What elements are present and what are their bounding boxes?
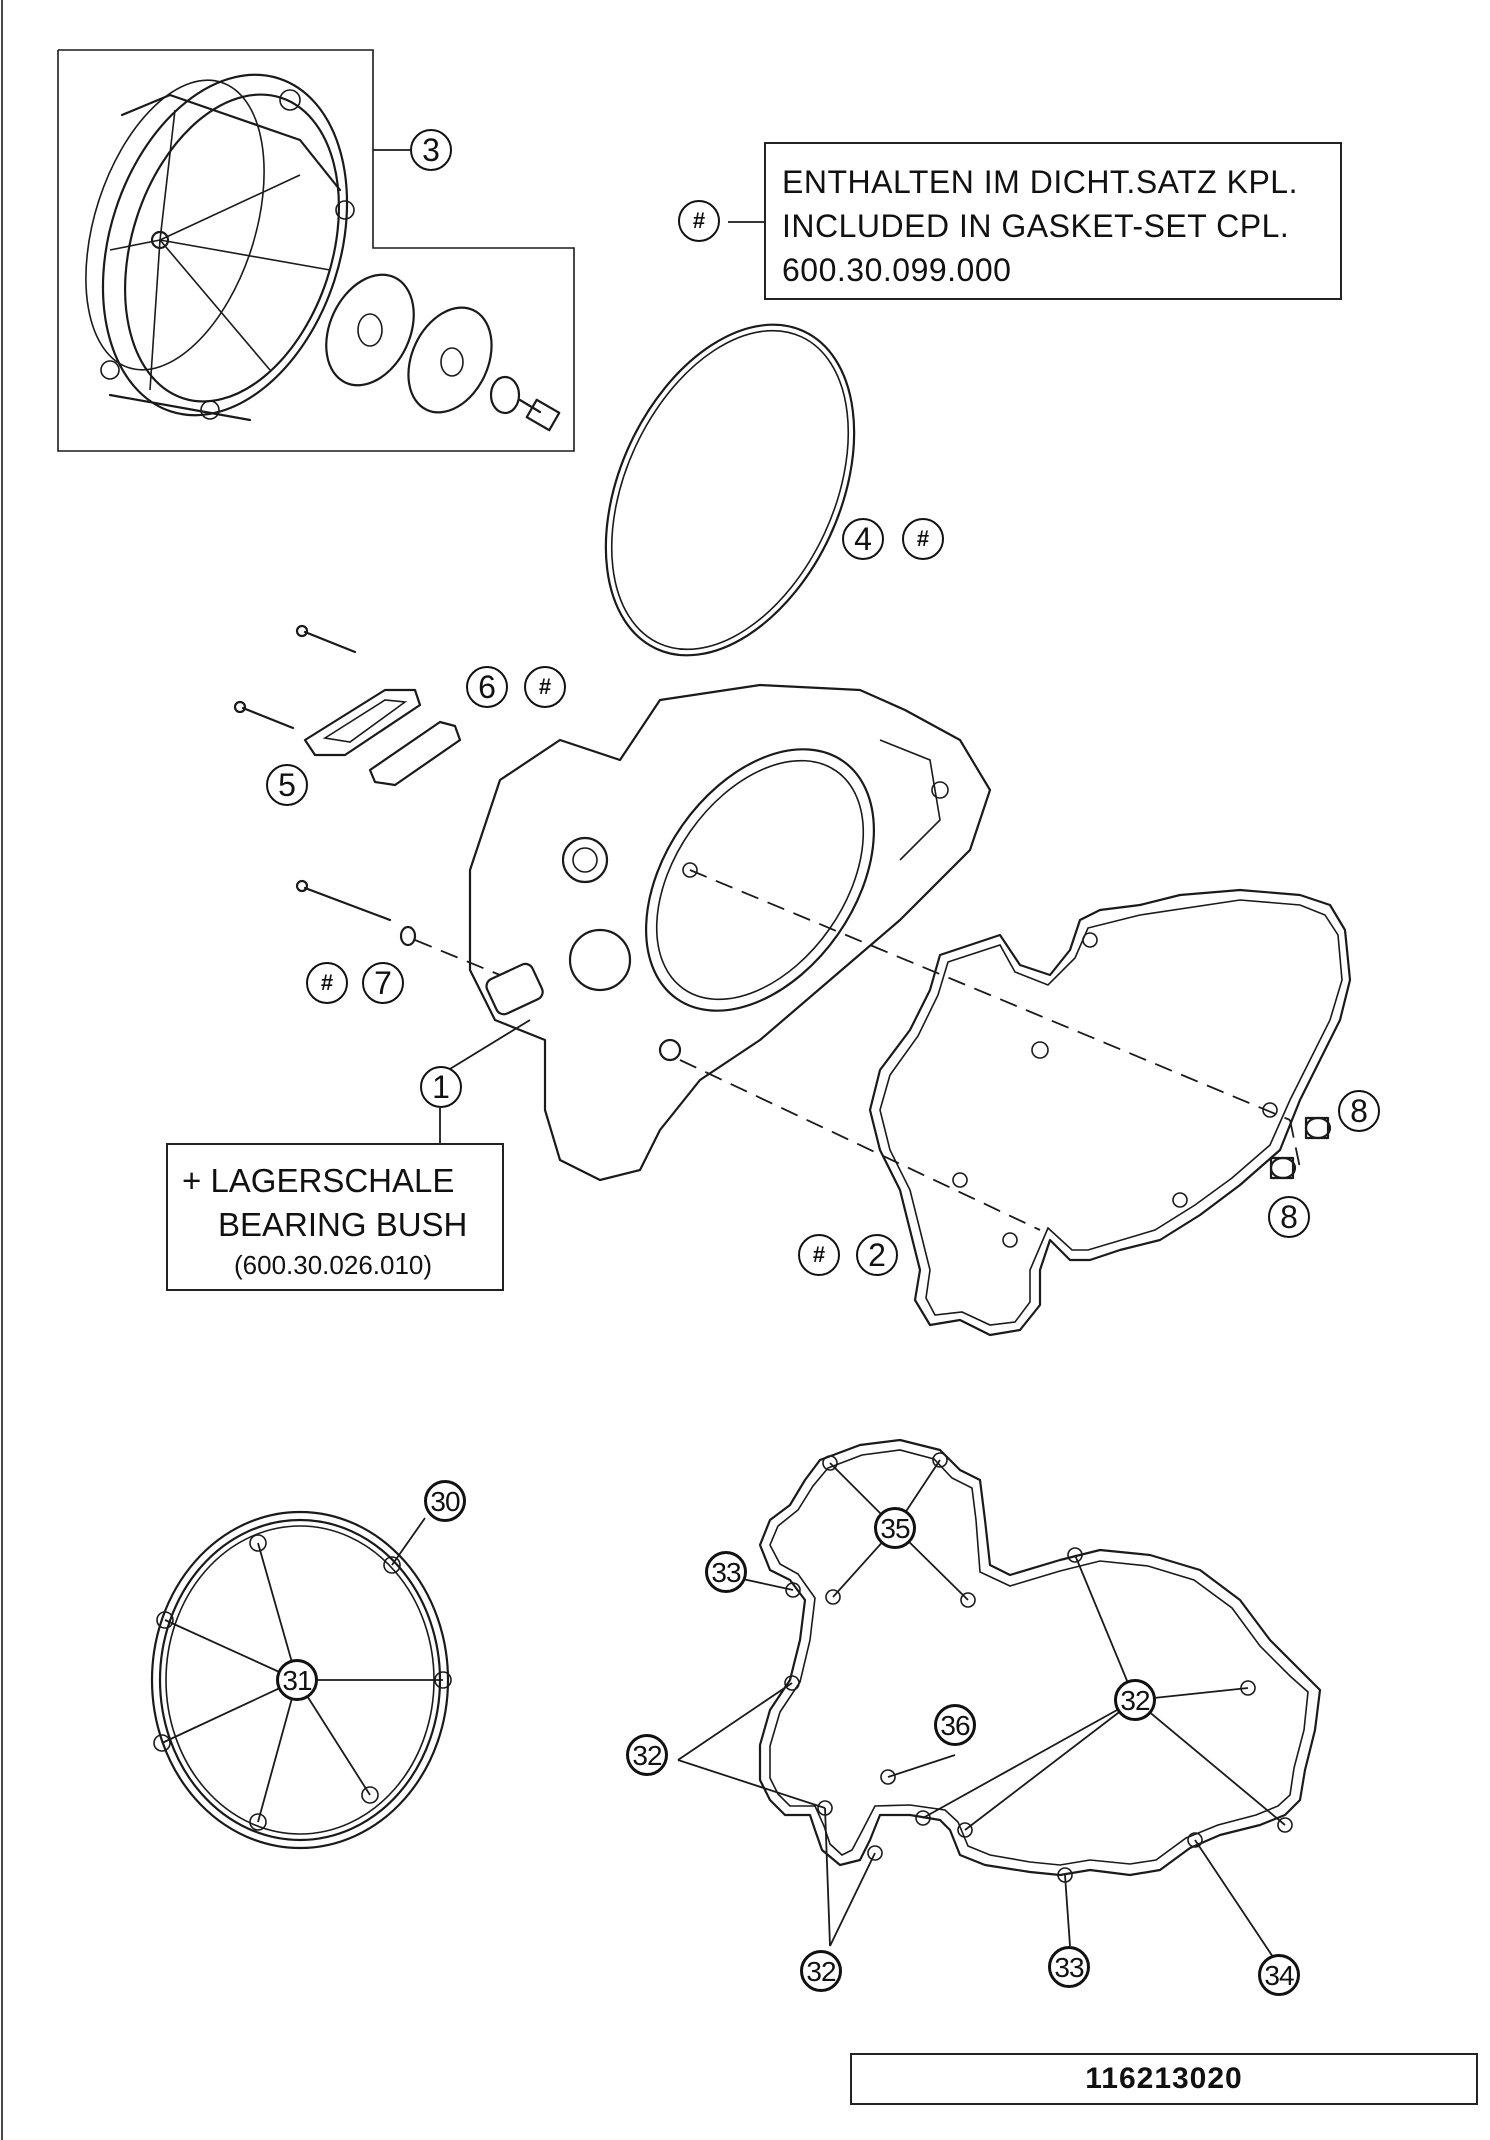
gasket-note-line-de: ENTHALTEN IM DICHT.SATZ KPL. [782,164,1298,200]
dowel-pin-upper [1304,1116,1332,1140]
water-pump-cover [85,73,355,422]
crankcase-gasket [758,1438,1322,1883]
drawing-number-box: 116213020 [850,2053,1478,2105]
callout-8-lower: 8 [1268,1196,1310,1238]
bush-note-part-number: (600.30.026.010) [234,1250,433,1280]
impeller-seal [407,306,493,414]
callout-3: 3 [410,129,452,171]
round-gasket-leaders [161,1517,443,1823]
callout-2: 2 [856,1234,898,1276]
callout-7: 7 [362,962,404,1004]
callout-35: 35 [874,1507,916,1549]
clutch-cover [468,683,992,1182]
cover-plate-and-screws [233,624,422,757]
callout-gasket-note: # [678,200,720,242]
cover-gasket [868,888,1352,1337]
callout-32-bottom: 32 [800,1950,842,1992]
impeller-washer-and-bolt [489,375,561,432]
callout-4: 4 [842,518,884,560]
callout-2-hash: # [798,1234,840,1276]
leader-1 [444,1019,531,1073]
bush-note-line-en: BEARING BUSH [218,1206,468,1243]
callout-6: 6 [466,666,508,708]
callout-32-right: 32 [1114,1679,1156,1721]
bush-note-line-de: + LAGERSCHALE [182,1162,455,1199]
callout-1: 1 [420,1066,462,1108]
drawing-number: 116213020 [1085,2062,1243,2095]
bearing-bush-note: + LAGERSCHALE BEARING BUSH (600.30.026.0… [166,1143,504,1291]
callout-36: 36 [934,1704,976,1746]
cover-plate-gasket [368,720,462,787]
callout-30: 30 [424,1480,466,1522]
assembly-line-dowel [1289,1119,1301,1169]
gasket-set-note: ENTHALTEN IM DICHT.SATZ KPL. INCLUDED IN… [764,142,1342,300]
water-pump-inset-frame [57,49,575,452]
callout-8-upper: 8 [1338,1090,1380,1132]
callout-7-hash: # [306,962,348,1004]
assembly-line-lower [679,1059,1041,1231]
crankcase-gasket-leaders [677,1459,1286,1961]
callout-4-hash: # [902,518,944,560]
callout-34: 34 [1258,1954,1300,1996]
callout-32-left: 32 [626,1734,668,1776]
long-screw-and-washer [295,879,501,976]
gasket-note-line-en: INCLUDED IN GASKET-SET CPL. [782,208,1290,244]
callout-33-left: 33 [705,1551,747,1593]
o-ring [604,323,856,657]
callout-33-bottom: 33 [1048,1946,1090,1988]
impeller-plate [325,273,415,387]
callout-6-hash: # [524,666,566,708]
assembly-line-upper [689,869,1291,1121]
callout-5: 5 [266,764,308,806]
dowel-pin-lower [1269,1156,1297,1180]
gasket-note-part-number: 600.30.099.000 [782,252,1012,288]
callout-31: 31 [276,1659,318,1701]
